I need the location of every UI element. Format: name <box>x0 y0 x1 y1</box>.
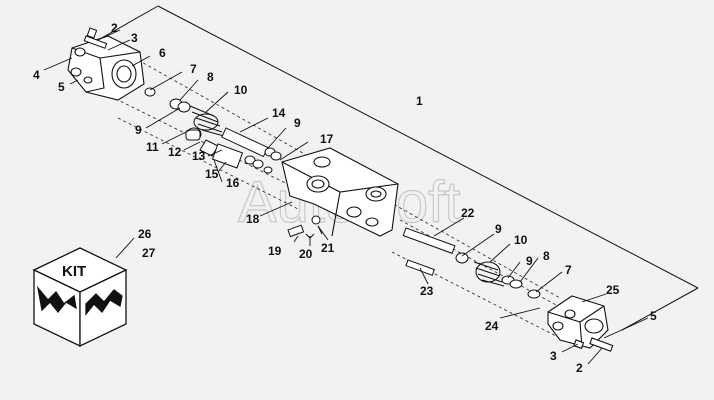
upper-spool-parts <box>144 87 282 161</box>
callout-8-right: 8 <box>543 249 550 263</box>
callout-3-left: 3 <box>131 31 138 45</box>
callout-17: 17 <box>320 132 334 146</box>
lower-spool-parts <box>185 127 273 174</box>
callout-2-right: 2 <box>576 361 583 375</box>
callout-21: 21 <box>321 241 335 255</box>
callout-1: 1 <box>416 94 423 108</box>
callout-27: 27 <box>142 246 156 260</box>
callout-19: 19 <box>268 244 282 258</box>
callout-7-left: 7 <box>190 62 197 76</box>
callout-2-left: 2 <box>111 21 118 35</box>
left-end-cover <box>67 35 145 101</box>
callout-12: 12 <box>168 145 182 159</box>
right-spool-parts <box>402 227 541 299</box>
callout-6: 6 <box>159 46 166 60</box>
callout-9-c: 9 <box>495 222 502 236</box>
callout-10-left: 10 <box>234 83 248 97</box>
callout-14: 14 <box>272 106 286 120</box>
callout-11: 11 <box>146 140 159 154</box>
callout-5-left: 5 <box>58 80 65 94</box>
valve-body <box>281 147 399 237</box>
callout-22: 22 <box>461 206 475 220</box>
callout-4: 4 <box>33 68 40 82</box>
callout-leaders <box>43 29 649 365</box>
left-cap-screws <box>83 27 108 49</box>
kit-label: KIT <box>62 263 86 280</box>
kit-box <box>32 247 128 348</box>
callout-20: 20 <box>299 247 313 261</box>
callout-26: 26 <box>138 227 152 241</box>
callout-15: 15 <box>205 167 219 181</box>
right-end-cover <box>547 295 614 352</box>
plug-and-seals <box>287 215 323 239</box>
callout-3-right: 3 <box>550 349 557 363</box>
callout-18: 18 <box>246 212 260 226</box>
callout-13: 13 <box>192 149 206 163</box>
callout-9-a: 9 <box>135 123 142 137</box>
callout-5-right: 5 <box>650 309 657 323</box>
callout-24: 24 <box>485 319 499 333</box>
callout-25: 25 <box>606 283 620 297</box>
callout-10-right: 10 <box>514 233 528 247</box>
callout-16: 16 <box>226 176 240 190</box>
callout-numbers: 1 2 3 4 5 6 7 8 10 9 11 12 13 14 9 17 15… <box>33 21 657 375</box>
callout-23: 23 <box>420 284 434 298</box>
callout-7-right: 7 <box>565 263 572 277</box>
callout-8-left: 8 <box>207 70 214 84</box>
callout-9-b: 9 <box>294 116 301 130</box>
callout-9-d: 9 <box>526 254 533 268</box>
